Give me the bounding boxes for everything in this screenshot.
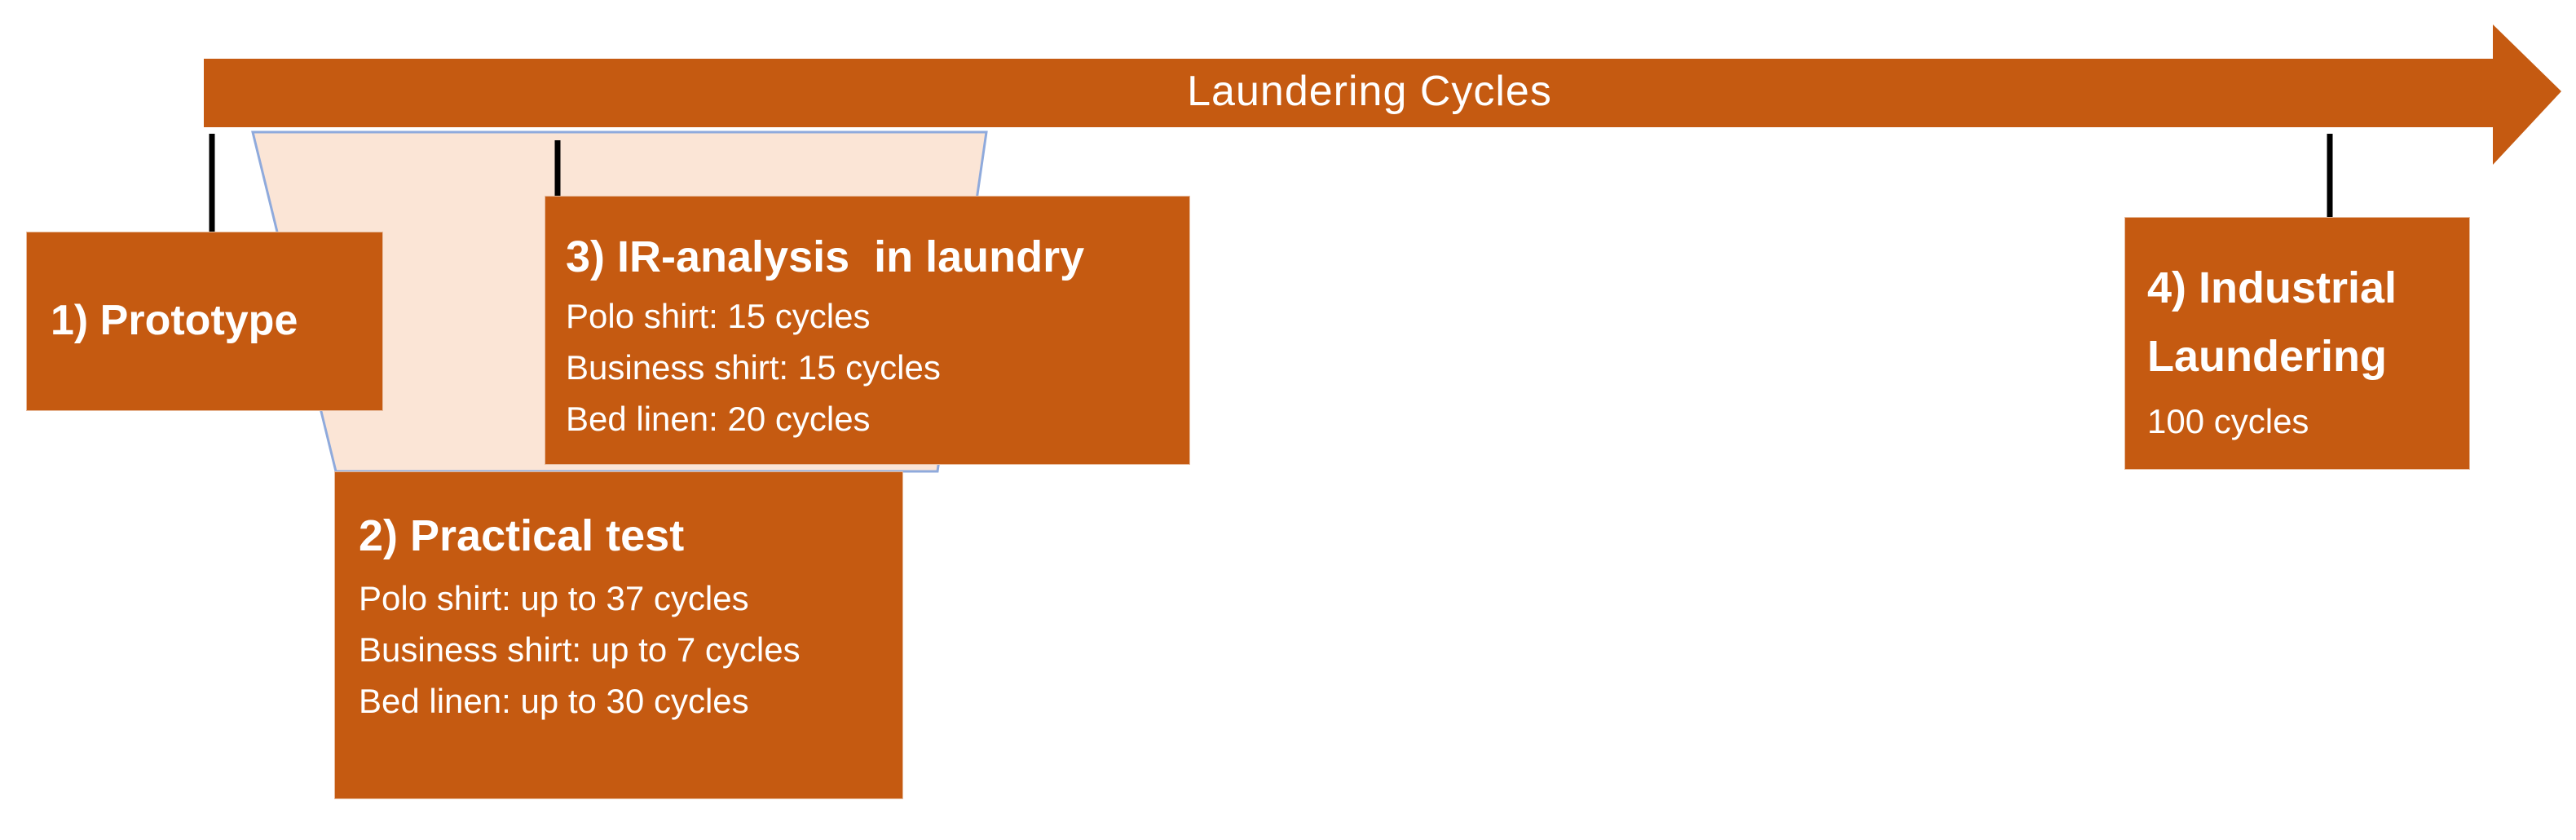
timeline-arrow bbox=[204, 24, 2561, 165]
stage-ir-analysis-line: Business shirt: 15 cycles bbox=[566, 348, 941, 387]
stage-prototype-title: 1) Prototype bbox=[51, 297, 298, 345]
stage-industrial-title-line: Laundering bbox=[2147, 331, 2387, 381]
stage-practical-test-title: 2) Practical test bbox=[359, 511, 685, 560]
stage-industrial-title-line: 4) Industrial bbox=[2147, 263, 2397, 312]
stage-industrial-laundering-box: 4) Industrial Laundering 100 cycles bbox=[2124, 217, 2470, 470]
stage-practical-test-box: 2) Practical test Polo shirt: up to 37 c… bbox=[334, 471, 903, 799]
stage-prototype-box: 1) Prototype bbox=[26, 232, 383, 411]
stage-ir-analysis-line: Bed linen: 20 cycles bbox=[566, 400, 871, 439]
timeline-label: Laundering Cycles bbox=[1187, 68, 1552, 115]
stage-practical-test-line: Bed linen: up to 30 cycles bbox=[359, 682, 749, 721]
stage-practical-test-line: Polo shirt: up to 37 cycles bbox=[359, 579, 749, 618]
stage-ir-analysis-box: 3) IR-analysis in laundry Polo shirt: 15… bbox=[545, 196, 1190, 465]
stage-industrial-line: 100 cycles bbox=[2147, 402, 2309, 441]
stage-ir-analysis-title: 3) IR-analysis in laundry bbox=[566, 232, 1085, 281]
stage-practical-test-line: Business shirt: up to 7 cycles bbox=[359, 630, 801, 670]
stage-ir-analysis-line: Polo shirt: 15 cycles bbox=[566, 297, 871, 336]
